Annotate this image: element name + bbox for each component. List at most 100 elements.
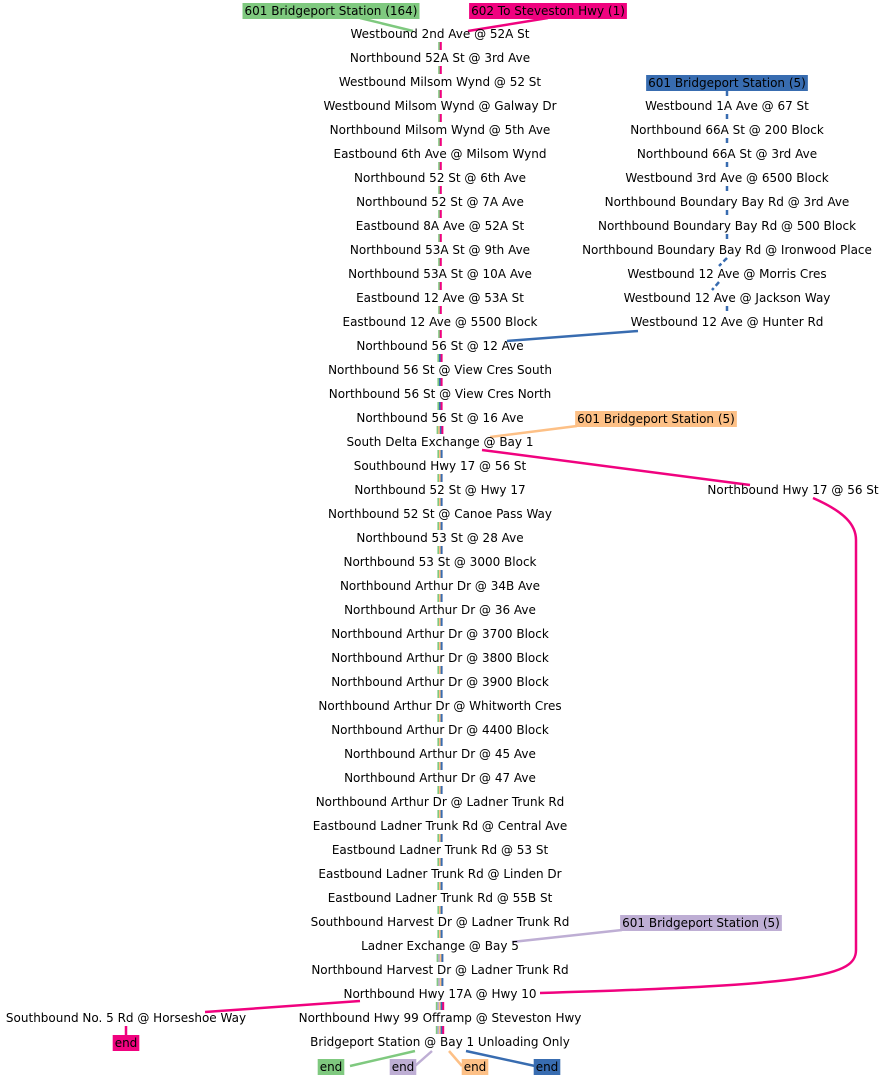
stop-label: Eastbound Ladner Trunk Rd @ 55B St [328,891,553,905]
magenta-start-connector [467,16,549,33]
stop-label: Northbound Boundary Bay Rd @ 3rd Ave [605,195,850,209]
stop-label: Northbound 56 St @ 16 Ave [356,411,523,425]
magenta-no5rd-link [204,999,361,1014]
stop-label: Southbound No. 5 Rd @ Horseshoe Way [6,1011,246,1025]
stop-label: Eastbound 12 Ave @ 5500 Block [342,315,537,329]
stop-label: Northbound 56 St @ View Cres North [329,387,552,401]
purple-end-tag-text: end [392,1060,415,1074]
stop-label: Northbound Arthur Dr @ 45 Ave [344,747,536,761]
blue-end-tag-box [533,1059,561,1075]
stop-label: Northbound Arthur Dr @ 34B Ave [340,579,540,593]
stop-label: Eastbound Ladner Trunk Rd @ 53 St [332,843,549,857]
stop-label: Eastbound 6th Ave @ Milsom Wynd [334,147,547,161]
magenta-detour-out [481,448,751,487]
stop-label: Westbound 12 Ave @ Morris Cres [627,267,826,281]
stop-label: Northbound Hwy 17A @ Hwy 10 [343,987,536,1001]
stop-label: Northbound 53 St @ 28 Ave [356,531,523,545]
blue-start-tag: 601 Bridgeport Station (5) [646,75,808,91]
stop-label: Northbound 66A St @ 200 Block [630,123,824,137]
stop-label: Northbound Boundary Bay Rd @ 500 Block [598,219,856,233]
stop-label: Northbound Milsom Wynd @ 5th Ave [330,123,551,137]
magenta-start-tag-box [469,3,627,19]
purple-start-tag: 601 Bridgeport Station (5) [620,915,782,931]
stop-label: Eastbound 12 Ave @ 53A St [356,291,524,305]
blue-end-tag: end [533,1059,561,1075]
green-end-tag-box [317,1059,345,1075]
orange-end-tag: end [461,1059,489,1075]
magenta-start-tag: 602 To Steveston Hwy (1) [469,3,627,19]
stop-label: Northbound 53A St @ 9th Ave [350,243,530,257]
stop-label: Northbound Hwy 17 @ 56 St [707,483,879,497]
stop-label: Northbound Arthur Dr @ 4400 Block [331,723,549,737]
stop-label: Northbound 52A St @ 3rd Ave [350,51,530,65]
stop-label: Northbound 56 St @ 12 Ave [356,339,523,353]
stop-label: Northbound Arthur Dr @ Whitworth Cres [318,699,561,713]
stop-label: Northbound 52 St @ 6th Ave [354,171,526,185]
stop-label: Westbound 12 Ave @ Hunter Rd [631,315,824,329]
green-end-tag-text: end [320,1060,343,1074]
purple-end-tag: end [389,1059,417,1075]
orange-start-tag-box [575,411,737,427]
stop-label: Northbound Hwy 99 Offramp @ Steveston Hw… [299,1011,582,1025]
stop-label: Westbound Milsom Wynd @ 52 St [339,75,542,89]
green-start-connector [359,16,414,33]
blue-end-connector [465,1049,536,1068]
green-end-tag: end [317,1059,345,1075]
blue-branch-segment [711,281,720,291]
stop-label: Westbound 1A Ave @ 67 St [645,99,809,113]
stop-label: Southbound Harvest Dr @ Ladner Trunk Rd [311,915,570,929]
magenta-end-tag-text: end [115,1036,138,1050]
orange-join [489,424,578,439]
purple-start-tag-box [620,915,782,931]
stop-label: Northbound Arthur Dr @ 36 Ave [344,603,536,617]
green-start-tag-box [242,3,420,19]
stop-label: Westbound 12 Ave @ Jackson Way [624,291,831,305]
stop-label: Eastbound Ladner Trunk Rd @ Central Ave [313,819,567,833]
purple-join [511,928,623,944]
stop-label: Northbound 53 St @ 3000 Block [343,555,536,569]
stop-label: Westbound 2nd Ave @ 52A St [350,27,529,41]
purple-end-tag-box [389,1059,417,1075]
orange-start-tag: 601 Bridgeport Station (5) [575,411,737,427]
stop-label: Northbound Arthur Dr @ 3800 Block [331,651,549,665]
stop-labels: 601 Bridgeport Station (164) 602 To Steve… [6,3,879,1075]
blue-start-tag-text: 601 Bridgeport Station (5) [648,76,806,90]
stop-label: Northbound Boundary Bay Rd @ Ironwood Pl… [582,243,872,257]
orange-end-tag-text: end [464,1060,487,1074]
stop-label: Westbound Milsom Wynd @ Galway Dr [323,99,556,113]
stop-label: Northbound Arthur Dr @ 3700 Block [331,627,549,641]
magenta-end-tag-box [112,1035,140,1051]
stop-label: Northbound 52 St @ Canoe Pass Way [328,507,552,521]
green-end-connector [349,1049,416,1068]
purple-start-tag-text: 601 Bridgeport Station (5) [622,916,780,930]
stop-label: Northbound 56 St @ View Cres South [328,363,552,377]
magenta-start-tag-text: 602 To Steveston Hwy (1) [471,4,625,18]
orange-end-tag-box [461,1059,489,1075]
blue-branch-segment [718,257,728,267]
stop-label: Northbound Harvest Dr @ Ladner Trunk Rd [311,963,568,977]
stop-label: Northbound Arthur Dr @ Ladner Trunk Rd [316,795,565,809]
route-lines [124,16,858,1068]
blue-end-tag-text: end [536,1060,559,1074]
stop-label: Northbound Arthur Dr @ 3900 Block [331,675,549,689]
green-start-tag: 601 Bridgeport Station (164) [242,3,420,19]
blue-start-tag-box [646,75,808,91]
stop-label: Eastbound Ladner Trunk Rd @ Linden Dr [318,867,561,881]
stop-label: Ladner Exchange @ Bay 5 [361,939,519,953]
stop-label: Northbound 52 St @ 7A Ave [356,195,524,209]
green-start-tag-text: 601 Bridgeport Station (164) [245,4,418,18]
stop-label: Southbound Hwy 17 @ 56 St [354,459,527,473]
stop-label: Northbound Arthur Dr @ 47 Ave [344,771,536,785]
stop-label: Eastbound 8A Ave @ 52A St [356,219,525,233]
stop-label: Northbound 53A St @ 10A Ave [348,267,532,281]
blue-branch-merge [506,329,639,343]
stop-label: Westbound 3rd Ave @ 6500 Block [625,171,828,185]
stop-label: South Delta Exchange @ Bay 1 [347,435,534,449]
orange-start-tag-text: 601 Bridgeport Station (5) [577,412,735,426]
orange-end-connector [448,1050,463,1067]
magenta-end-tag: end [112,1035,140,1051]
purple-end-connector [414,1050,433,1067]
stop-label: Northbound 52 St @ Hwy 17 [354,483,525,497]
stop-label: Bridgeport Station @ Bay 1 Unloading Onl… [310,1035,570,1049]
